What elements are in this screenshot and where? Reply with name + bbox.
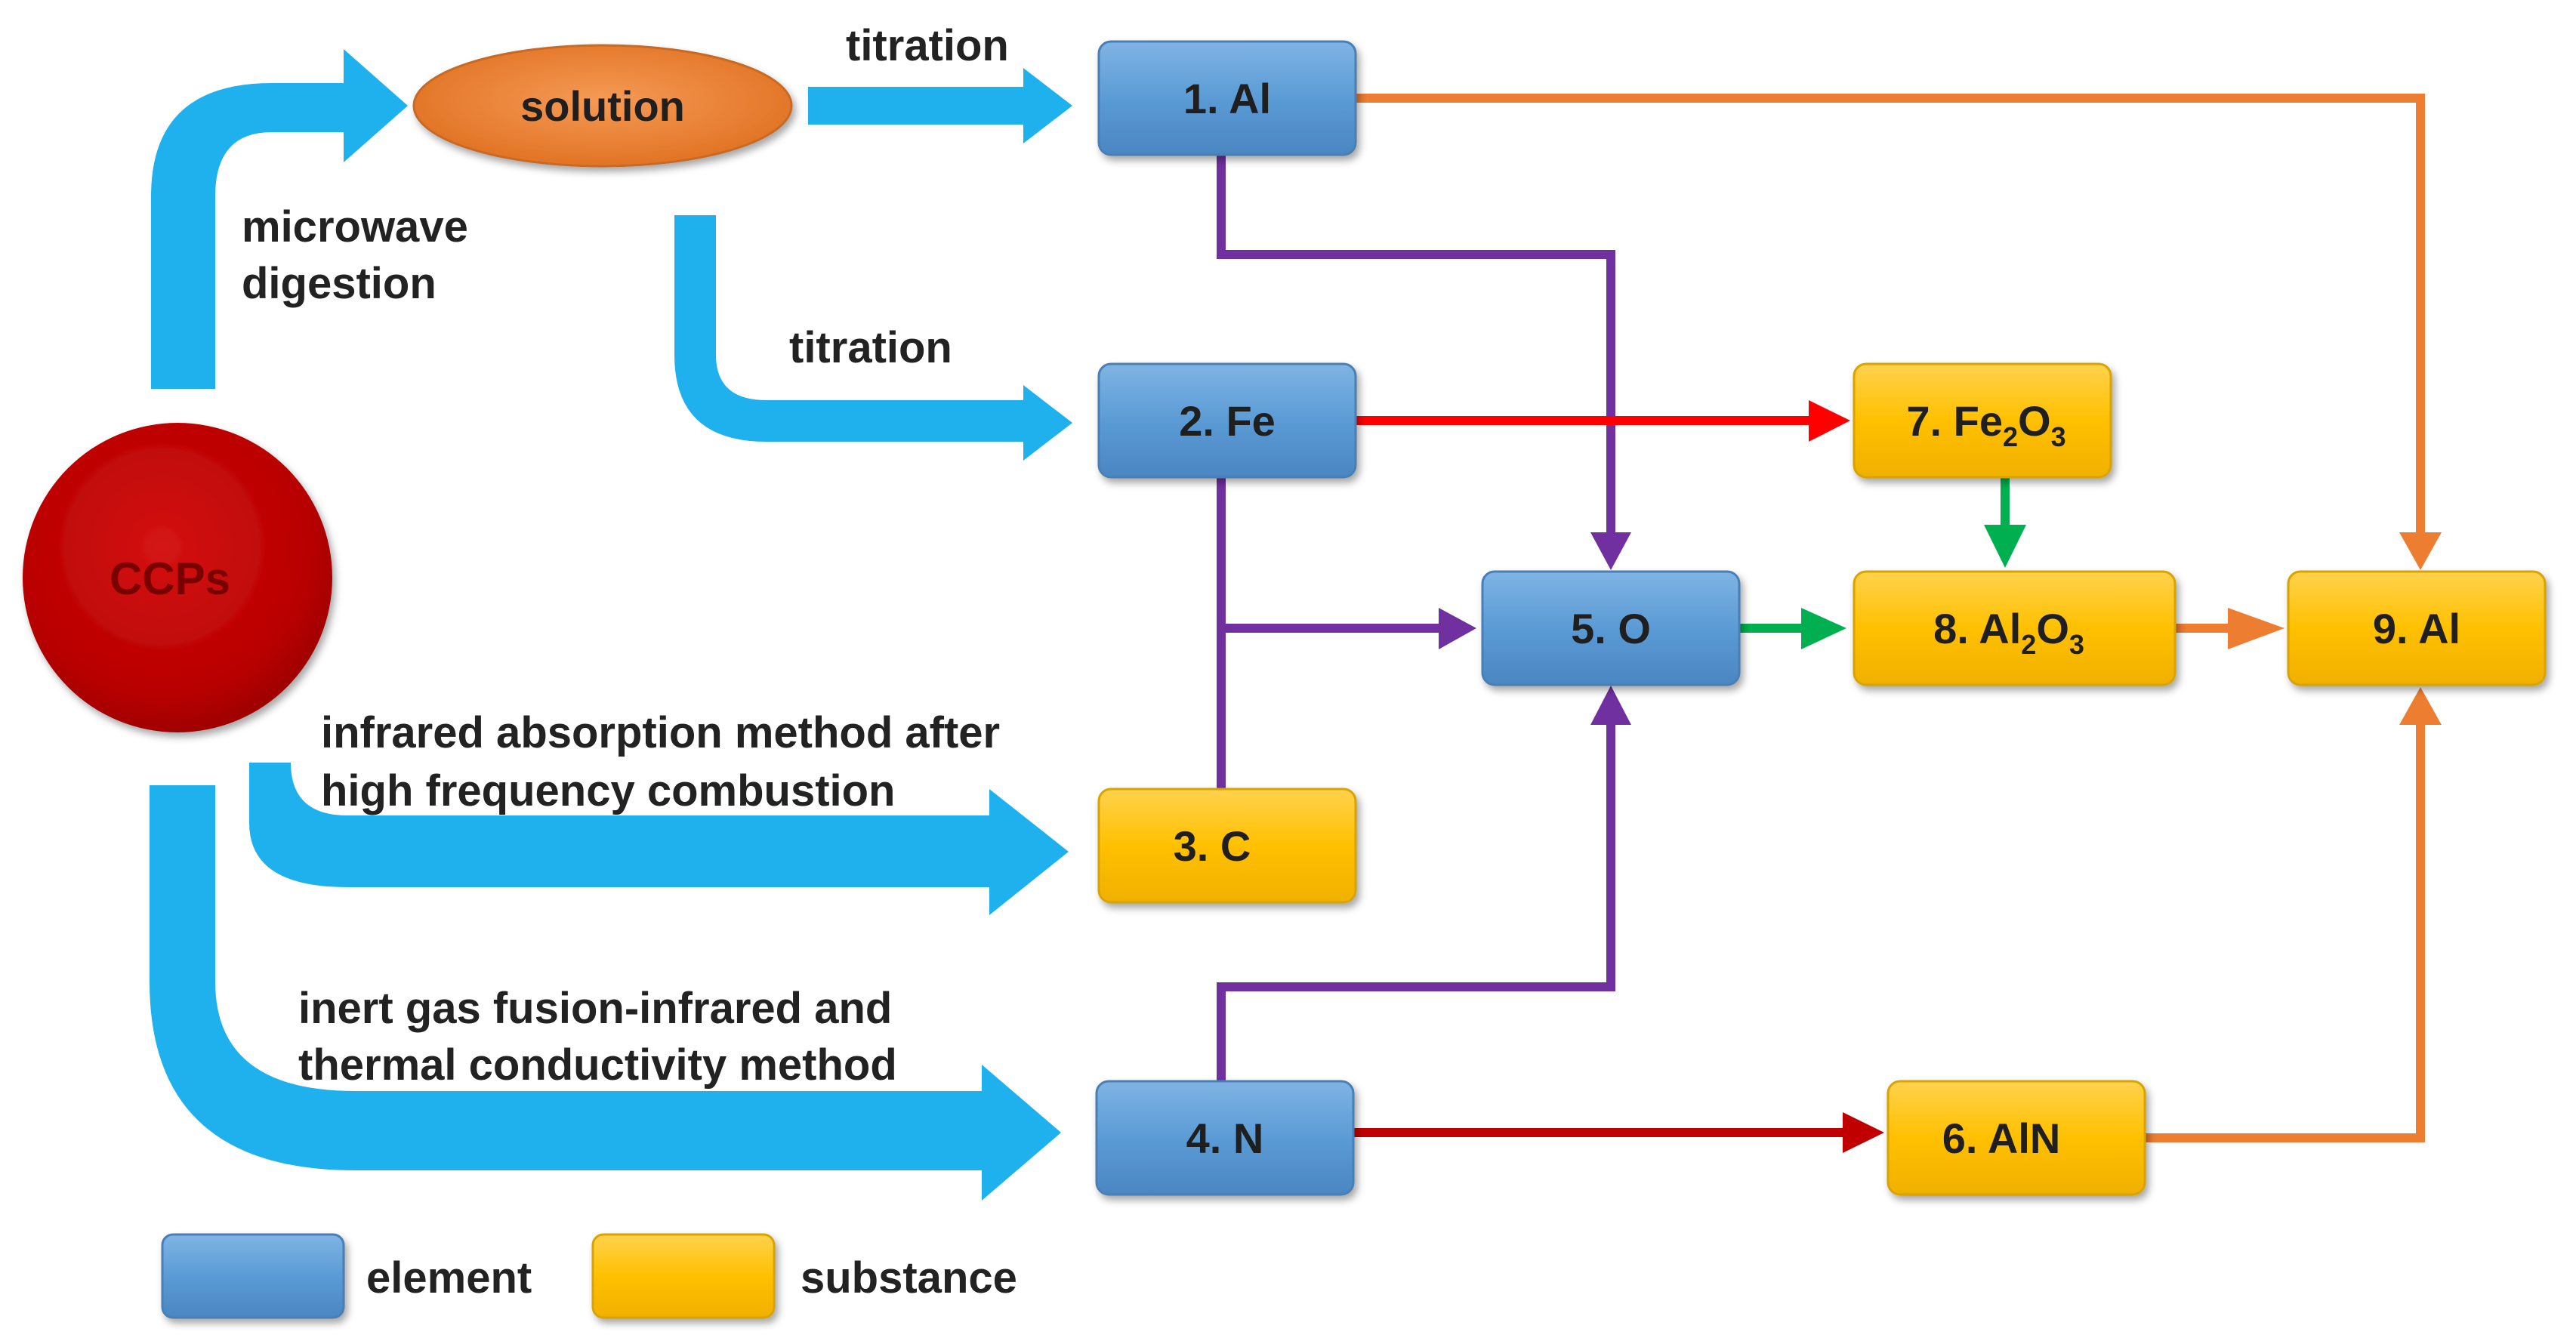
line-al-to-o xyxy=(1217,155,1615,544)
node-8-sub1: 2 xyxy=(2021,629,2036,660)
label-infrared-1: infrared absorption method after xyxy=(321,708,1000,757)
line-aln-to-al9 xyxy=(2145,710,2425,1142)
ccps-node xyxy=(23,423,332,732)
node-9-label: 9. Al xyxy=(2373,605,2460,652)
node-7-sub1: 2 xyxy=(2003,421,2018,452)
solution-label: solution xyxy=(520,82,685,130)
label-infrared-2: high frequency combustion xyxy=(321,766,896,815)
node-2-label: 2. Fe xyxy=(1179,397,1276,445)
node-8-pre: 8. Al xyxy=(1933,605,2021,652)
arrow-solution-to-al xyxy=(808,68,1072,143)
node-6-aln xyxy=(1886,1080,2146,1196)
connectors xyxy=(1217,94,2425,1142)
node-7-pre: 7. Fe xyxy=(1906,397,2003,445)
node-4-label: 4. N xyxy=(1186,1114,1264,1162)
legend-substance-label: substance xyxy=(801,1253,1017,1302)
node-8-label: 8. Al2O3 xyxy=(1933,605,2084,660)
node-4-n xyxy=(1095,1080,1355,1196)
label-titration-top: titration xyxy=(846,21,1009,70)
head-purple-o-left xyxy=(1439,608,1476,649)
node-7-label: 7. Fe2O3 xyxy=(1906,397,2065,452)
node-5-label: 5. O xyxy=(1571,605,1651,652)
node-7-mid: O xyxy=(2018,397,2051,445)
head-green-al2o3-top xyxy=(1984,525,2026,568)
label-inert-1: inert gas fusion-infrared and xyxy=(298,984,892,1033)
legend: element substance xyxy=(161,1233,1017,1319)
node-8-al2o3 xyxy=(1853,570,2176,686)
head-darkred-aln xyxy=(1843,1112,1884,1153)
head-purple-o-top xyxy=(1590,532,1631,570)
node-9-al xyxy=(2287,570,2547,686)
arrow-ccps-to-n xyxy=(150,785,1061,1201)
head-orange-al9-top xyxy=(2399,532,2442,570)
head-orange-al2o3-al9 xyxy=(2228,608,2284,649)
label-microwave-1: microwave xyxy=(242,202,468,251)
legend-element-label: element xyxy=(366,1253,532,1302)
ccps-label: CCPs xyxy=(110,553,230,604)
line-n-to-o xyxy=(1217,725,1615,1081)
node-3-label: 3. C xyxy=(1174,822,1251,870)
legend-substance-swatch xyxy=(591,1233,776,1319)
node-6-label: 6. AlN xyxy=(1942,1114,2061,1162)
node-3-c xyxy=(1097,788,1357,904)
arrow-ccps-to-solution xyxy=(151,49,408,389)
arrow-ccps-to-c xyxy=(249,763,1069,915)
arrow-heads xyxy=(1439,400,2442,1153)
solution-node xyxy=(412,44,793,168)
head-purple-o-bottom xyxy=(1590,686,1631,725)
node-2-fe xyxy=(1097,362,1357,479)
node-7-fe2o3 xyxy=(1853,362,2112,479)
label-inert-2: thermal conductivity method xyxy=(298,1040,897,1090)
node-1-al xyxy=(1097,40,1357,156)
arrow-solution-to-fe xyxy=(674,215,1072,461)
head-red-fe2o3 xyxy=(1809,400,1850,442)
line-al-to-al9 xyxy=(1356,94,2425,544)
head-orange-al9-bottom xyxy=(2399,687,2442,725)
label-titration-mid: titration xyxy=(789,323,952,372)
node-1-label: 1. Al xyxy=(1183,75,1271,122)
head-green-al2o3-left xyxy=(1801,608,1846,649)
node-5-o xyxy=(1481,570,1741,686)
node-8-sub2: 3 xyxy=(2069,629,2084,660)
label-microwave-2: digestion xyxy=(242,259,437,308)
node-7-sub2: 3 xyxy=(2051,421,2066,452)
process-arrows xyxy=(150,49,1072,1201)
node-8-mid: O xyxy=(2036,605,2069,652)
legend-element-swatch xyxy=(161,1233,345,1319)
